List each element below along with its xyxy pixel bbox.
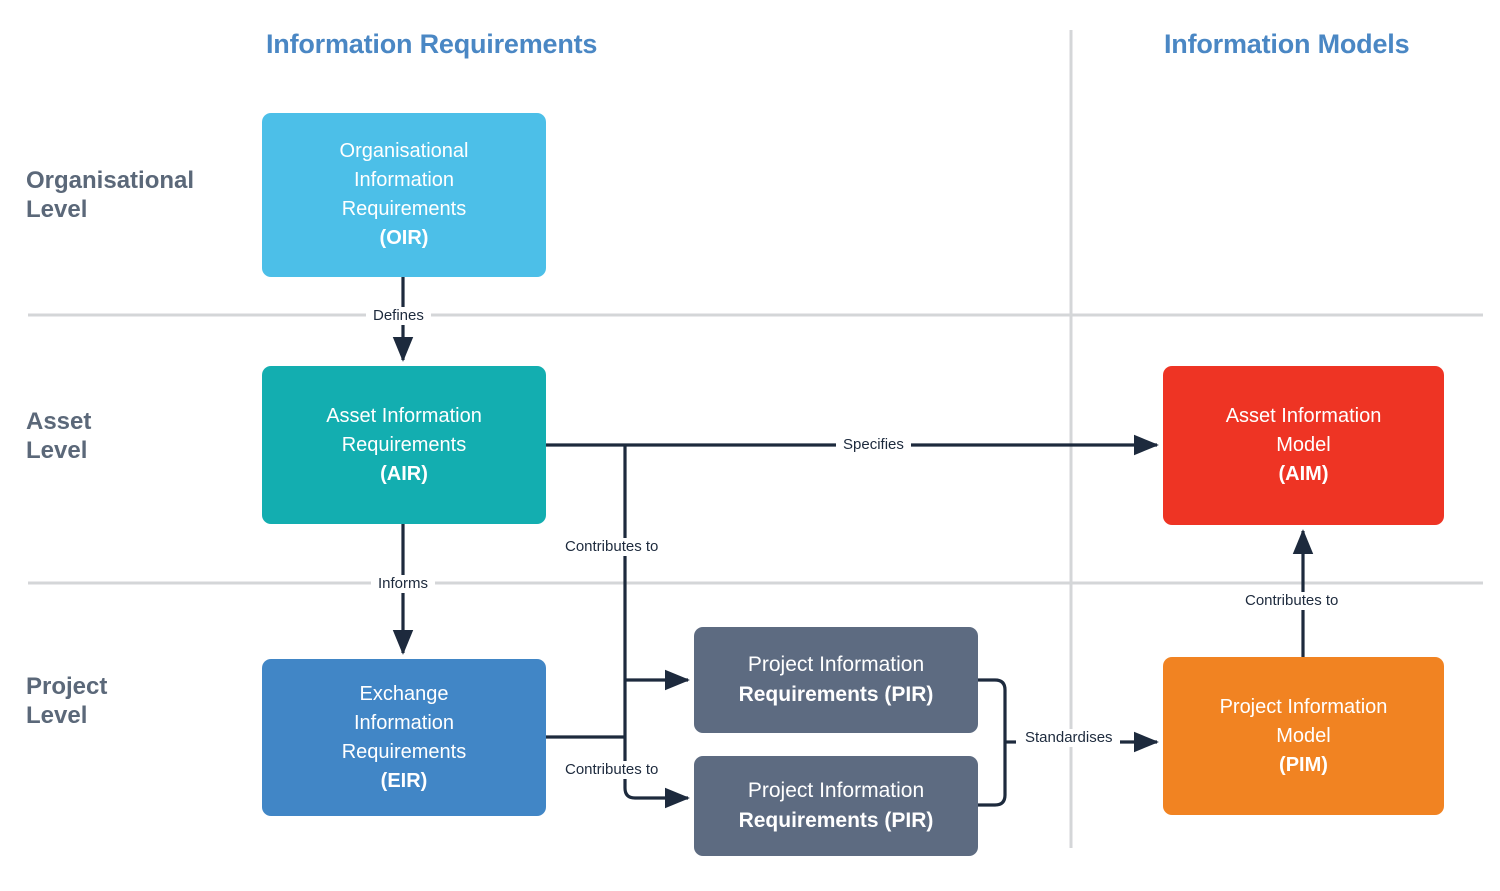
edge-label-contributes-to-air-pir: Contributes to (558, 538, 666, 556)
node-pim-line2: Model (1276, 724, 1331, 747)
edge-label-contributes-to-eir-pir: Contributes to (558, 761, 666, 779)
level-label-project: Project Level (26, 673, 108, 729)
edge-label-contributes-to-pim-aim: Contributes to (1238, 592, 1346, 610)
node-pim[interactable]: Project Information Model (PIM) (1163, 657, 1444, 815)
edge-air-pir-trunk (623, 445, 690, 809)
node-aim-abbr: (AIM) (1278, 463, 1329, 485)
node-oir-line1: Organisational (339, 140, 469, 162)
edge-label-defines: Defines (366, 307, 431, 325)
node-pir-1-line2: Requirements (PIR) (738, 683, 934, 706)
node-pir-1[interactable]: Project Information Requirements (PIR) (694, 627, 978, 733)
node-aim-line2: Model (1276, 434, 1331, 456)
node-eir-abbr: (EIR) (380, 769, 428, 792)
node-eir-line3: Requirements (341, 740, 467, 763)
node-eir-line1: Exchange (359, 682, 449, 705)
edge-pir-bracket (978, 678, 1007, 807)
node-aim[interactable]: Asset Information Model (AIM) (1163, 366, 1444, 525)
column-header-information-requirements: Information Requirements (266, 29, 598, 59)
node-eir-line2: Information (353, 711, 455, 734)
node-air-line2: Requirements (341, 433, 467, 456)
node-pir-2-line2: Requirements (PIR) (738, 809, 934, 832)
node-pir-2[interactable]: Project Information Requirements (PIR) (694, 756, 978, 856)
node-oir-line2: Information (353, 169, 455, 191)
node-pim-abbr: (PIM) (1279, 753, 1328, 776)
node-air-abbr: (AIR) (380, 462, 428, 485)
node-pim-line1: Project Information (1219, 695, 1388, 718)
level-label-asset: Asset Level (26, 408, 92, 464)
node-air[interactable]: Asset Information Requirements (AIR) (262, 366, 546, 524)
level-divider-group (28, 313, 1483, 585)
edge-label-specifies: Specifies (836, 436, 911, 454)
node-pir-2-line1: Project Information (747, 779, 925, 802)
node-eir[interactable]: Exchange Information Requirements (EIR) (262, 659, 546, 816)
node-oir[interactable]: Organisational Information Requirements … (262, 113, 546, 277)
node-pir-1-line1: Project Information (747, 653, 925, 676)
node-air-line1: Asset Information (326, 404, 482, 427)
node-oir-abbr: (OIR) (379, 227, 429, 249)
node-oir-line3: Requirements (341, 198, 467, 220)
edge-label-informs: Informs (371, 575, 436, 593)
column-header-information-models: Information Models (1164, 29, 1410, 59)
level-label-organisational: Organisational Level (26, 167, 195, 223)
node-aim-line1: Asset Information (1225, 405, 1382, 427)
edge-label-standardises: Standardises (1018, 729, 1120, 747)
